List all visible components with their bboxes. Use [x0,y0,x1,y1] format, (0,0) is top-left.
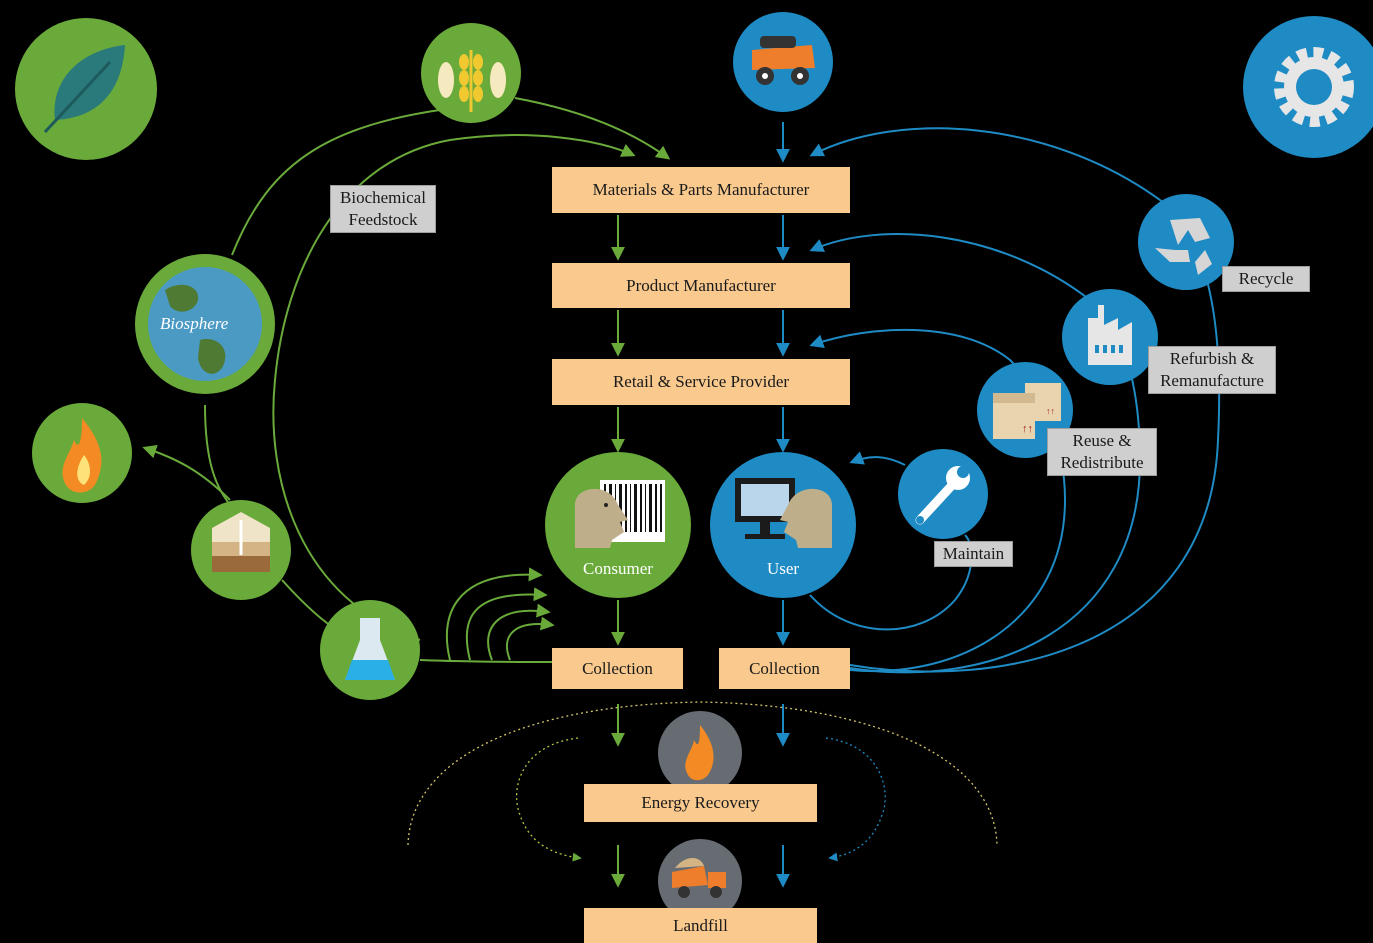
landfill-box: Landfill [584,908,817,943]
reuse-redistribute-tag: Reuse & Redistribute [1047,428,1157,476]
recycle-icon [1138,194,1234,290]
consumer-label: Consumer [583,559,653,578]
biochemical-line2: Feedstock [348,210,418,229]
user-computer-icon [710,452,856,598]
wrench-icon [898,449,988,539]
user-label: User [766,559,800,578]
collection-right-box: Collection [719,648,850,689]
fire-icon [32,403,132,503]
biochemical-line1: Biochemical [340,188,426,207]
biochemical-feedstock-tag: Biochemical Feedstock [330,185,436,233]
factory-icon [1062,289,1158,385]
reuse-line2: Redistribute [1060,453,1144,472]
consumer-barcode-icon [545,452,691,598]
gear-icon [1243,16,1373,158]
leaf-icon [15,18,157,160]
retail-service-provider-box: Retail & Service Provider [552,359,850,405]
materials-parts-manufacturer-box: Materials & Parts Manufacturer [552,167,850,213]
refurbish-remanufacture-tag: Refurbish & Remanufacture [1148,346,1276,394]
maintain-tag: Maintain [934,541,1013,567]
dotted-arcs [407,701,998,862]
biosphere-label: Biosphere [160,314,229,333]
collection-left-box: Collection [552,648,683,689]
svg-text:↑↑: ↑↑ [1046,406,1055,416]
product-manufacturer-box: Product Manufacturer [552,263,850,308]
biological-cycle-lines [142,97,671,888]
mining-truck-icon [733,12,833,112]
recycle-tag: Recycle [1222,266,1310,292]
flask-icon [320,600,420,700]
food-crops-icon [421,23,521,123]
dump-truck-icon [658,839,742,923]
reuse-line1: Reuse & [1072,431,1132,450]
biosphere-globe-icon [135,254,275,394]
refurbish-line2: Remanufacture [1160,371,1264,390]
svg-text:↑↑: ↑↑ [1022,423,1033,435]
energy-recovery-box: Energy Recovery [584,784,817,822]
soil-layers-icon [191,500,291,600]
energy-flame-icon [658,711,742,795]
refurbish-line1: Refurbish & [1169,349,1255,368]
